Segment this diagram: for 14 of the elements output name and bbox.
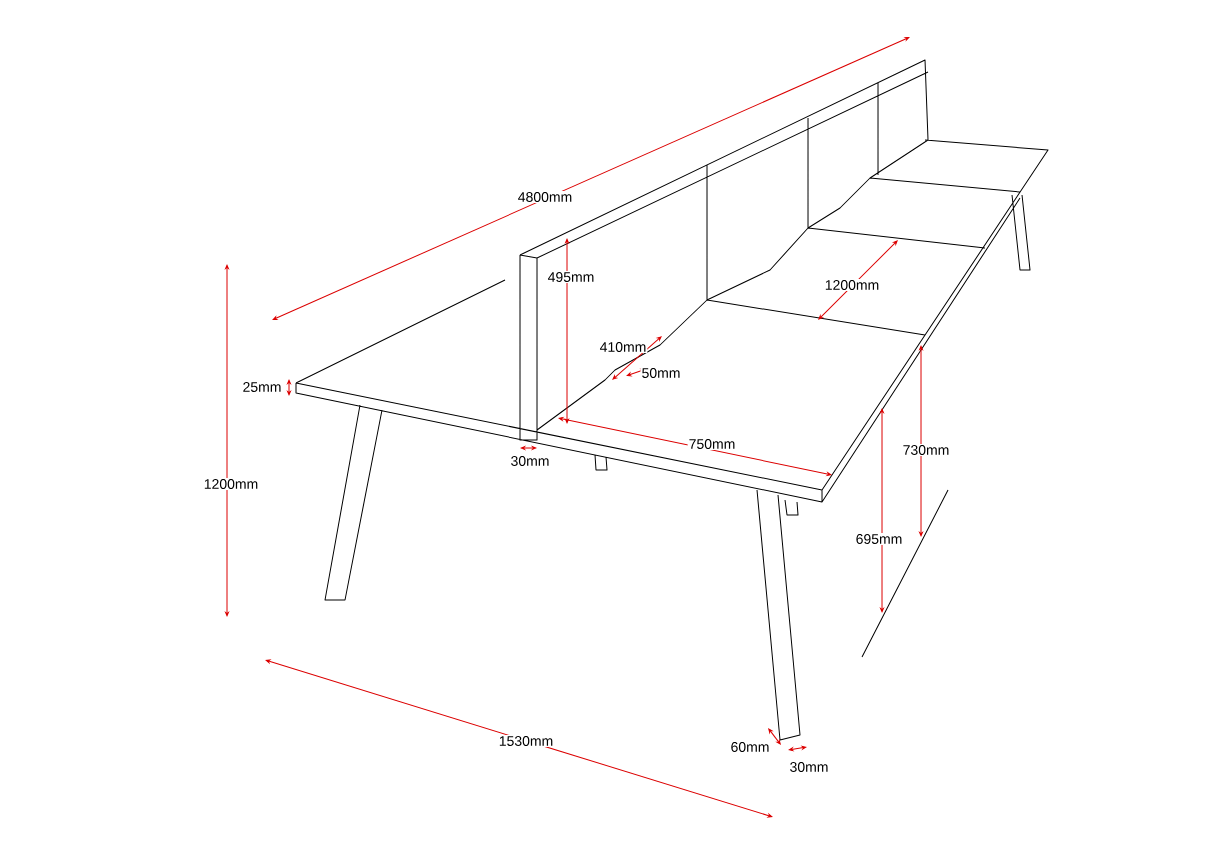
dimension-label: 30mm: [788, 761, 830, 773]
dimension-label: 4800mm: [516, 191, 574, 203]
dimension-label: 1200mm: [202, 478, 260, 490]
dimension-label: 50mm: [640, 367, 682, 379]
dimension-label: 750mm: [687, 438, 737, 450]
dimension-label: 410mm: [598, 341, 648, 353]
dimension-label: 30mm: [509, 455, 551, 467]
dimension-label: 60mm: [729, 741, 771, 753]
dimension-label: 1200mm: [823, 279, 881, 291]
dimension-label: 730mm: [901, 444, 951, 456]
dimension-label: 695mm: [854, 533, 904, 545]
dimension-label: 1530mm: [497, 735, 555, 747]
dimension-label: 25mm: [241, 381, 283, 393]
dimension-label: 495mm: [546, 271, 596, 283]
